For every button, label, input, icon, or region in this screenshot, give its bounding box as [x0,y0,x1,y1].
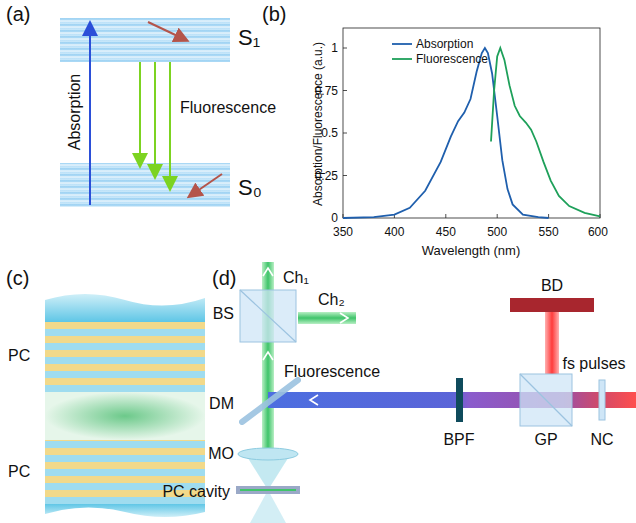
legend-sample [392,58,412,60]
label: BPF [443,432,474,448]
legend-sample [392,43,412,45]
label: MO [208,446,234,462]
photonic-crystal [45,322,205,392]
excitation-beam [268,392,636,408]
label: DM [209,396,234,412]
beam-arrow [263,352,273,360]
cavity-mode [240,489,296,491]
medium-bottom [45,504,205,517]
label: 0.5 [321,127,338,139]
beam-dump [510,298,594,312]
label: Wavelength (nm) [422,244,521,257]
beam-arrow [310,395,318,405]
label: GP [534,432,557,448]
label: 350 [333,226,353,238]
legend-text: Absorption [416,38,473,50]
label: 450 [436,226,456,238]
label: Absorption [67,74,83,151]
axis-ticks [343,48,600,218]
fluorescence-curve [491,48,600,216]
label: Fluorescence [180,100,276,116]
objective-lens [238,448,298,460]
label: Ch₁ [283,270,309,286]
label: 1 [331,42,338,54]
label: 400 [384,226,404,238]
beam-splitter [240,290,296,342]
label: PC cavity [162,484,230,500]
focus-cone [250,490,286,523]
fluorescence-arrow [154,62,156,176]
label: 500 [487,226,507,238]
relaxation-arrow [148,22,186,40]
label: 550 [539,226,559,238]
label: PC [8,348,30,364]
beam-splitter-face [240,290,296,342]
legend-samples [392,44,412,59]
bandpass-filter [456,378,463,422]
cavity-layer [45,392,205,440]
label: 0 [331,212,338,224]
panel-letter: (c) [6,268,29,288]
label: 600 [588,226,608,238]
fluorescence-arrow [169,62,171,188]
nonlinear-crystal [599,380,605,420]
label: Ch₂ [318,292,345,308]
fluorescence-beam [298,312,356,324]
label: 0.75 [315,85,338,97]
panel-letter: (b) [262,4,286,24]
label: Fluorescence [284,364,380,380]
panel-letter: (a) [6,4,30,24]
glan-prism-face [520,374,572,426]
legend-text: Fluorescence [416,53,488,65]
absorption-arrow [89,24,91,205]
label: S₁ [238,27,260,49]
dichroic-mirror [242,380,298,422]
label: 0.25 [315,170,338,182]
plot-frame [343,28,600,218]
label: BS [213,306,234,322]
relaxation-arrow [190,174,222,196]
beam-arrow [340,313,348,323]
s0-band [60,163,230,207]
label: BD [541,278,563,294]
beam-arrow [263,268,273,276]
label: PC [8,464,30,480]
label: S₀ [238,177,262,199]
medium-top [45,294,205,322]
pc-cavity-chip [236,486,300,494]
s1-band [60,18,230,62]
rejected-beam [545,312,559,374]
glan-prism [520,374,572,426]
fluorescence-arrow [139,62,141,165]
absorption-curve [343,48,549,218]
label: NC [590,432,613,448]
label: fs pulses [562,356,625,372]
panel-letter: (d) [212,268,236,288]
